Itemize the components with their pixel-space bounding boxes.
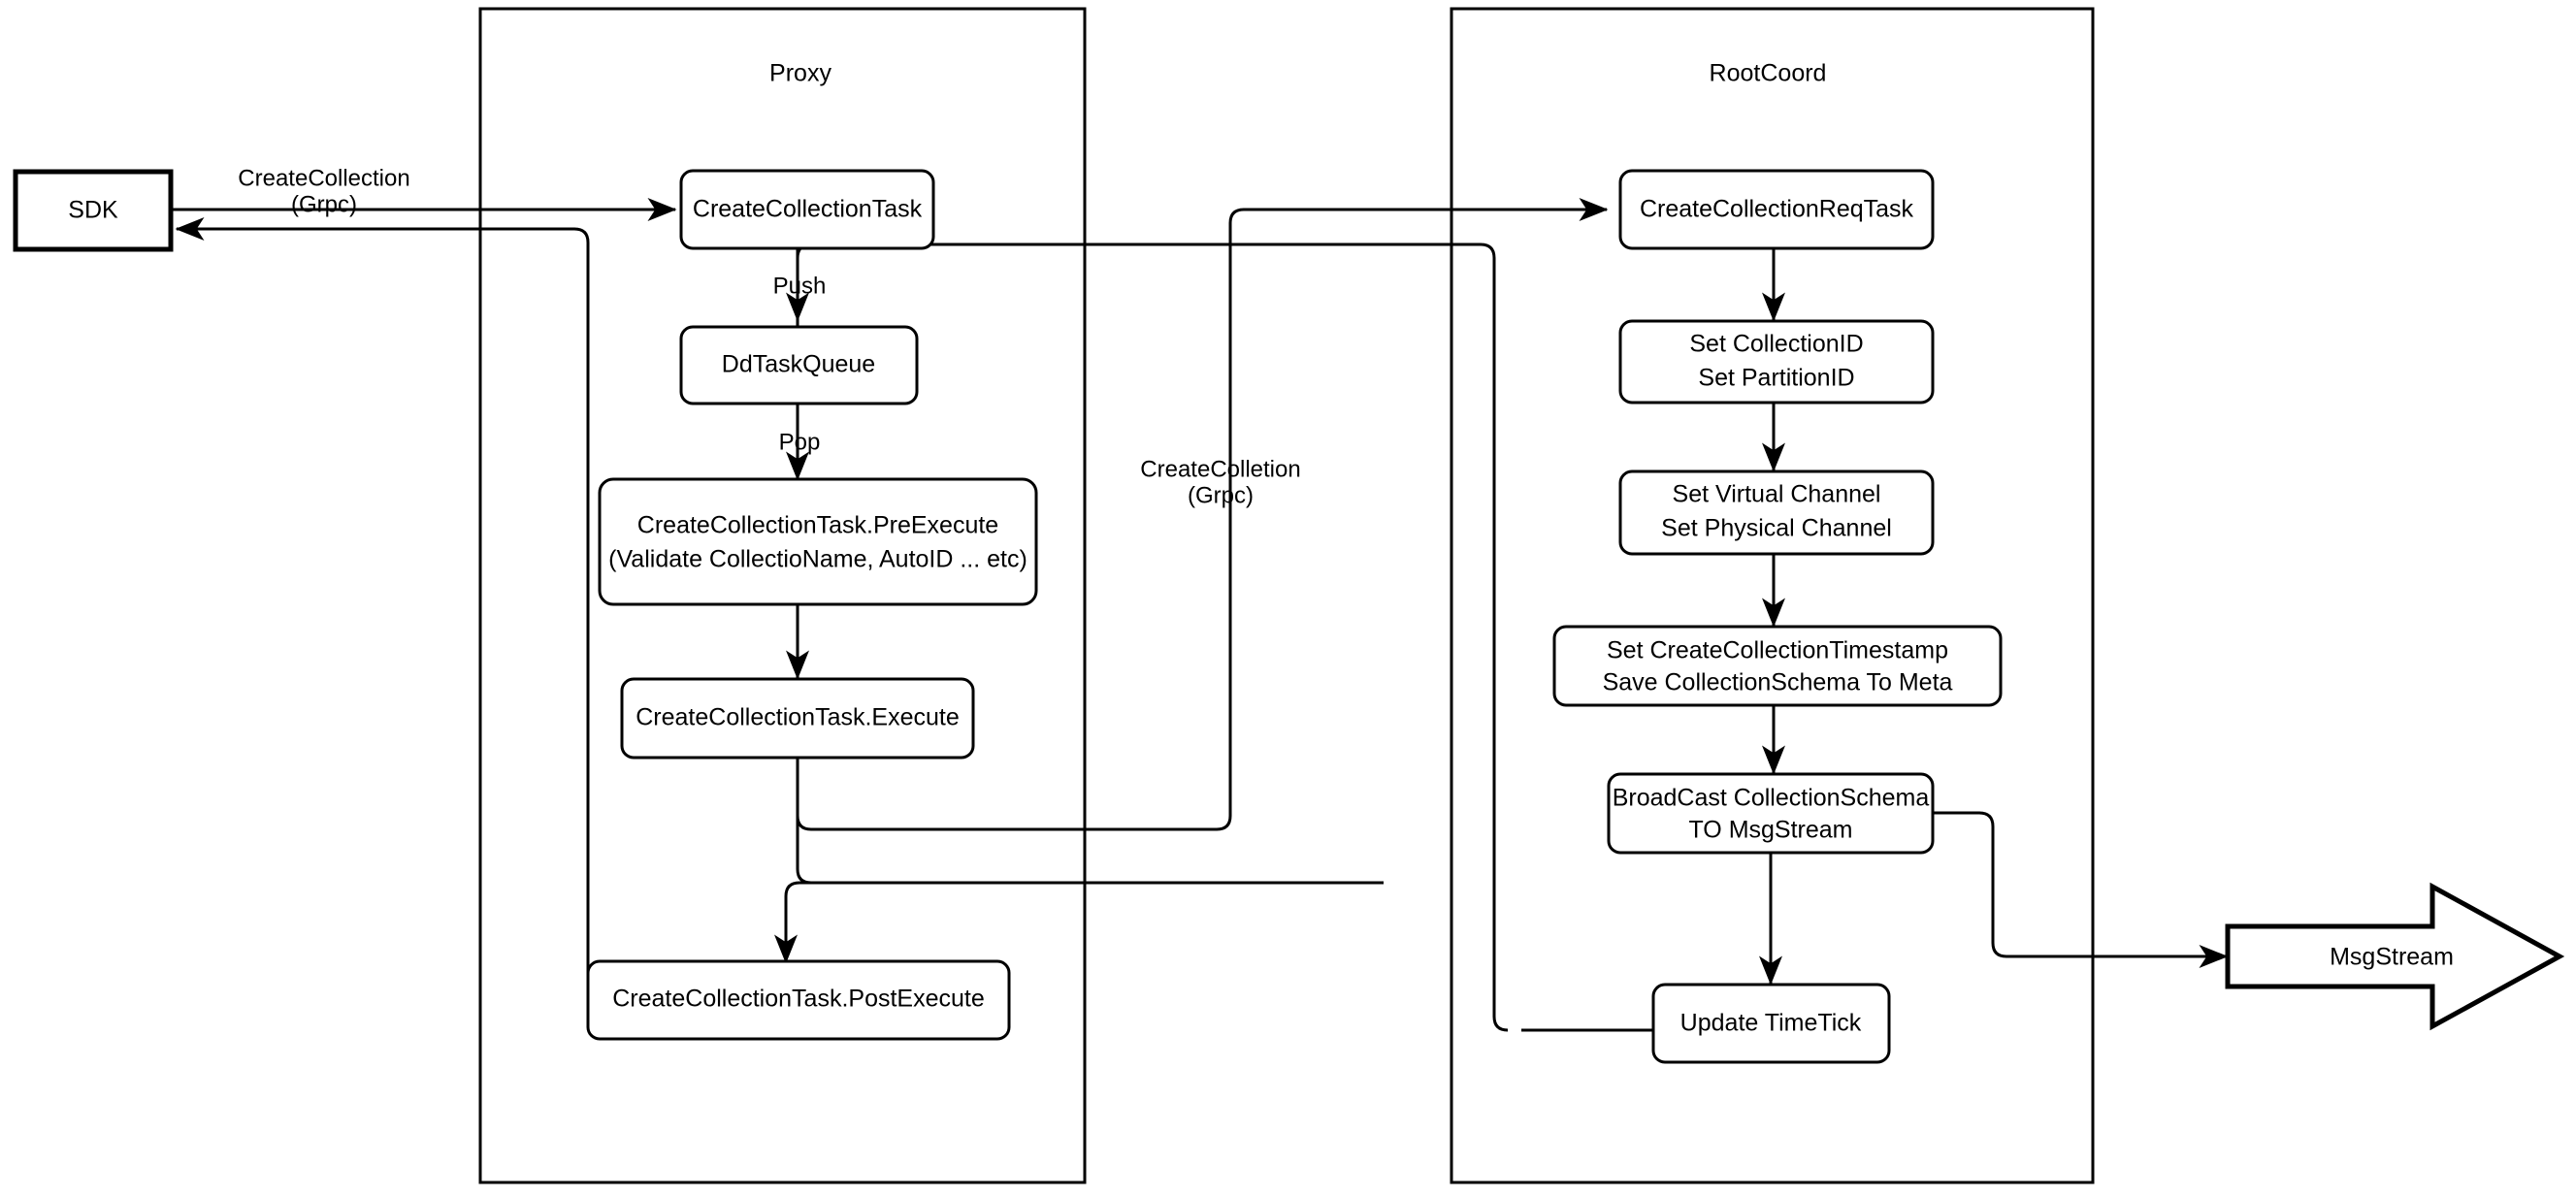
node-create-collection-req-task-label: CreateCollectionReqTask — [1640, 196, 1914, 223]
edge-label-sdk-to-proxy: CreateCollection (Grpc) — [238, 165, 409, 217]
node-sdk-label: SDK — [68, 197, 118, 224]
edge-label-pop-text: Pop — [779, 429, 821, 455]
node-pre-execute-line1: CreateCollectionTask.PreExecute — [637, 512, 998, 539]
node-execute[interactable]: CreateCollectionTask.Execute — [620, 677, 975, 760]
edge-post-execute-to-sdk — [175, 217, 590, 987]
node-sdk[interactable]: SDK — [13, 169, 174, 252]
node-set-timestamp-line1: Set CreateCollectionTimestamp — [1607, 637, 1948, 664]
edge-label-pop: Pop — [779, 429, 821, 455]
edge-label-sdk-to-proxy-line1: CreateCollection — [238, 165, 409, 191]
node-set-timestamp[interactable]: Set CreateCollectionTimestamp Save Colle… — [1552, 625, 2003, 707]
edge-response-to-postexecute-arrow — [774, 881, 1384, 964]
edge-label-proxy-to-rootcoord-line2: (Grpc) — [1188, 482, 1254, 508]
node-broadcast[interactable]: BroadCast CollectionSchema TO MsgStream — [1607, 772, 1935, 855]
edge-label-push-text: Push — [773, 273, 827, 299]
node-set-ids-line1: Set CollectionID — [1689, 331, 1863, 358]
node-set-channels-line1: Set Virtual Channel — [1673, 481, 1881, 508]
container-rootcoord-label: RootCoord — [1710, 60, 1827, 87]
node-update-timetick-label: Update TimeTick — [1680, 1010, 1862, 1037]
container-proxy-label: Proxy — [769, 60, 831, 87]
edge-label-proxy-to-rootcoord: CreateColletion (Grpc) — [1140, 456, 1300, 508]
node-dd-task-queue[interactable]: DdTaskQueue — [679, 325, 919, 405]
node-update-timetick[interactable]: Update TimeTick — [1651, 983, 1891, 1064]
node-pre-execute-line2: (Validate CollectioName, AutoID ... etc) — [608, 546, 1027, 573]
node-set-ids[interactable]: Set CollectionID Set PartitionID — [1618, 319, 1935, 404]
edge-broadcast-to-msgstream — [1933, 811, 2229, 968]
node-msgstream[interactable]: MsgStream — [2225, 882, 2565, 1031]
node-msgstream-label: MsgStream — [2330, 944, 2454, 971]
edge-execute-to-rootcoord — [796, 198, 1609, 831]
edge-label-sdk-to-proxy-line2: (Grpc) — [291, 191, 357, 217]
node-post-execute[interactable]: CreateCollectionTask.PostExecute — [586, 959, 1011, 1041]
node-set-timestamp-line2: Save CollectionSchema To Meta — [1603, 669, 1953, 696]
node-set-ids-line2: Set PartitionID — [1698, 365, 1854, 392]
node-post-execute-label: CreateCollectionTask.PostExecute — [612, 986, 985, 1013]
node-dd-task-queue-label: DdTaskQueue — [722, 351, 875, 378]
node-create-collection-task[interactable]: CreateCollectionTask — [679, 169, 935, 250]
node-broadcast-line2: TO MsgStream — [1688, 817, 1852, 844]
node-create-collection-req-task[interactable]: CreateCollectionReqTask — [1618, 169, 1935, 250]
node-broadcast-line1: BroadCast CollectionSchema — [1613, 785, 1930, 812]
node-set-channels[interactable]: Set Virtual Channel Set Physical Channel — [1618, 469, 1935, 556]
node-set-channels-line2: Set Physical Channel — [1661, 515, 1892, 542]
node-execute-label: CreateCollectionTask.Execute — [636, 704, 960, 731]
edge-label-push: Push — [773, 273, 827, 299]
node-create-collection-task-label: CreateCollectionTask — [693, 196, 923, 223]
edge-label-proxy-to-rootcoord-line1: CreateColletion — [1140, 456, 1300, 482]
node-pre-execute[interactable]: CreateCollectionTask.PreExecute (Validat… — [598, 477, 1038, 606]
